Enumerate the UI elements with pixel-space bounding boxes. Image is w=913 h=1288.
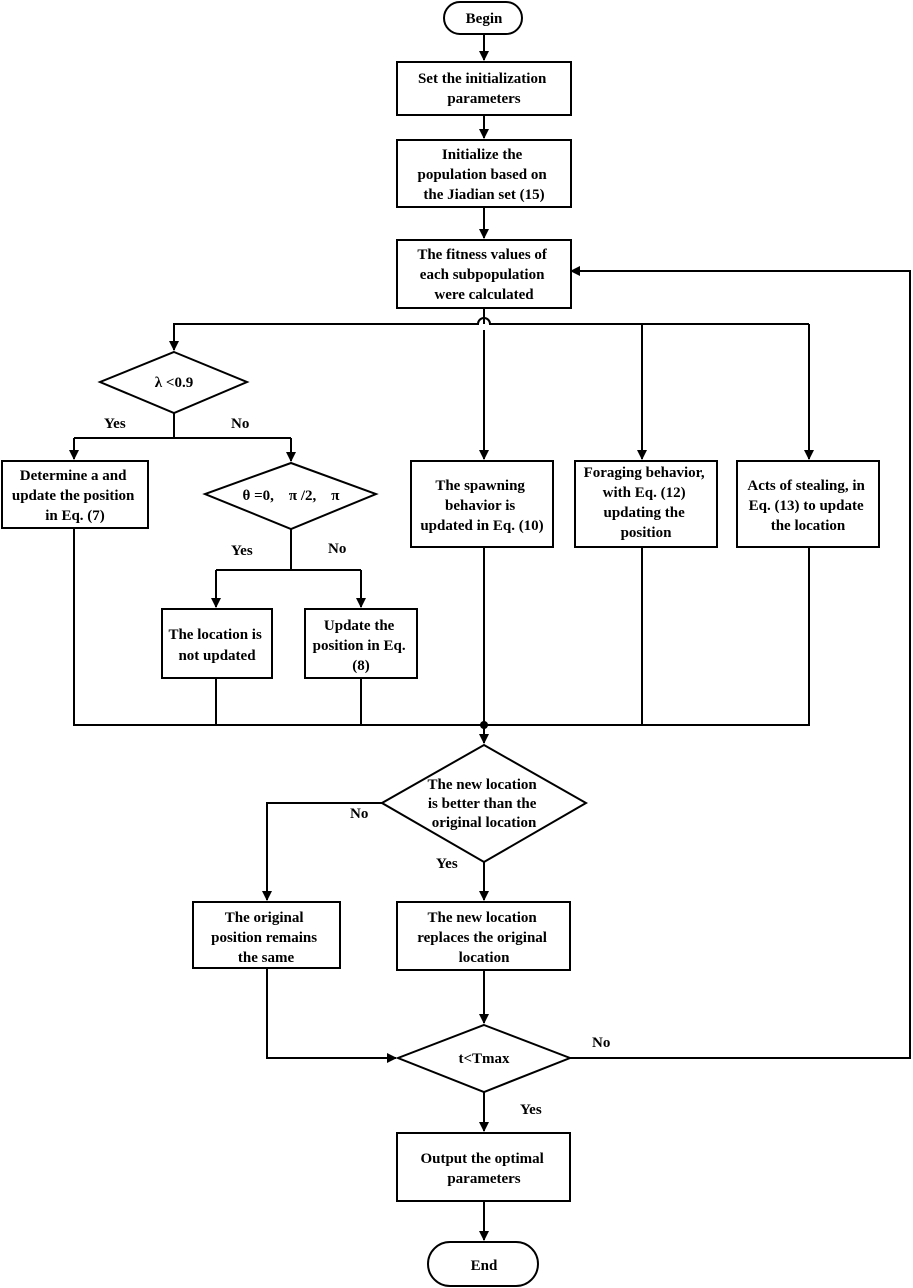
arrow-to-original-same xyxy=(262,802,382,901)
arrow-original-to-t xyxy=(266,968,397,1063)
output-box xyxy=(396,1132,571,1202)
better-yes-label: Yes xyxy=(436,856,458,872)
lambda-yes-label: Yes xyxy=(104,416,126,432)
stealing-box xyxy=(736,460,880,548)
lambda-no-label: No xyxy=(231,416,249,432)
new-replaces-label: The new location replaces the original l… xyxy=(417,910,550,966)
output-label: Output the optimal parameters xyxy=(420,1151,547,1187)
better-no-label: No xyxy=(350,806,368,822)
update-eq8-box xyxy=(304,608,418,679)
new-replaces-box xyxy=(396,901,571,971)
branch-labels: Yes No Yes No No Yes No Yes xyxy=(104,416,610,1118)
t-no-label: No xyxy=(592,1035,610,1051)
lambda-decision-label: λ <0.9 xyxy=(155,375,193,391)
init-params-label: Set the initialization parameters xyxy=(418,71,550,107)
node-texts: Begin Set the initialization parameters … xyxy=(12,11,868,1274)
end-terminal xyxy=(427,1241,539,1287)
t-decision xyxy=(395,1023,573,1094)
arrow-loop-back xyxy=(570,266,911,1059)
spawning-box xyxy=(410,460,554,548)
fitness-box xyxy=(396,239,572,309)
begin-terminal xyxy=(443,1,523,35)
not-updated-box xyxy=(161,608,273,679)
connectors xyxy=(69,34,911,1241)
stealing-label: Acts of stealing, in Eq. (13) to update … xyxy=(747,478,868,534)
spawning-label: The spawning behavior is updated in Eq. … xyxy=(420,478,543,534)
nodes xyxy=(1,1,880,1287)
merge-outer-line xyxy=(73,528,810,726)
init-params-box xyxy=(396,61,572,116)
fitness-label: The fitness values of each subpopulation… xyxy=(417,247,550,303)
foraging-label: Foraging behavior, with Eq. (12) updatin… xyxy=(584,465,709,541)
foraging-box xyxy=(574,460,718,548)
original-same-label: The original position remains the same xyxy=(211,910,321,966)
better-decision xyxy=(379,743,589,864)
update-eq8-label: Update the position in Eq. (8) xyxy=(313,618,410,674)
init-population-box xyxy=(396,139,572,208)
better-decision-label: The new location is better than the orig… xyxy=(428,777,541,831)
theta-decision xyxy=(202,461,379,531)
determine-a-box xyxy=(1,460,149,529)
lambda-decision xyxy=(97,350,250,415)
t-decision-label: t<Tmax xyxy=(458,1051,510,1067)
determine-a-label: Determine a and update the position in E… xyxy=(12,468,138,524)
theta-decision-label: θ =0, π /2, π xyxy=(243,488,341,504)
begin-label: Begin xyxy=(466,11,503,27)
t-yes-label: Yes xyxy=(520,1102,542,1118)
original-same-box xyxy=(192,901,341,969)
theta-no-label: No xyxy=(328,541,346,557)
split-horizontal-line xyxy=(173,317,809,339)
not-updated-label: The location is not updated xyxy=(168,627,265,664)
init-population-label: Initialize the population based on the J… xyxy=(418,147,551,203)
end-label: End xyxy=(471,1258,498,1274)
theta-yes-label: Yes xyxy=(231,543,253,559)
